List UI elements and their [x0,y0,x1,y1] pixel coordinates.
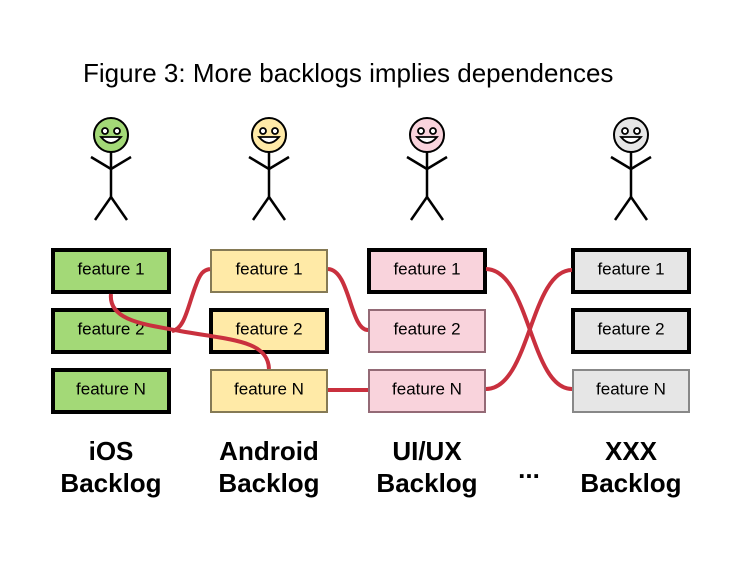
feature-box: feature N [76,379,146,398]
backlog-label: XXX [605,436,658,466]
feature-box: feature N [596,379,666,398]
uiux-backlog: feature 1 feature 2 feature N UI/UX Back… [367,248,487,498]
dependency-link [485,268,573,391]
backlog-label: Android [219,436,319,466]
dependency-link [171,267,211,333]
figure-title: Figure 3: More backlogs implies dependen… [83,58,613,88]
feature-box: feature 2 [393,319,460,338]
feature-box: feature 1 [597,259,664,278]
xxx-backlog: feature 1 feature 2 feature N XXX Backlo… [571,248,691,498]
feature-box: feature 1 [77,259,144,278]
feature-box: feature 1 [235,259,302,278]
android-developer-icon [247,117,291,222]
feature-box: feature 2 [597,319,664,338]
feature-box: feature N [392,379,462,398]
backlog-label: Backlog [60,468,161,498]
ios-backlog: feature 1 feature 2 feature N iOS Backlo… [51,248,171,498]
feature-box: feature 2 [77,319,144,338]
backlog-label: iOS [89,436,134,466]
backlog-label: Backlog [376,468,477,498]
feature-box: feature 1 [393,259,460,278]
ellipsis: ... [518,454,540,484]
android-backlog: feature 1 feature 2 feature N Android Ba… [209,249,329,498]
backlog-label: Backlog [218,468,319,498]
dependency-link [327,267,369,332]
backlog-label: UI/UX [392,436,462,466]
feature-box: feature 2 [235,319,302,338]
ios-developer-icon [89,117,133,222]
xxx-person-icon [609,117,653,222]
feature-box: feature N [234,379,304,398]
uiux-designer-icon [405,117,449,222]
dependency-link [108,293,271,370]
backlog-label: Backlog [580,468,681,498]
